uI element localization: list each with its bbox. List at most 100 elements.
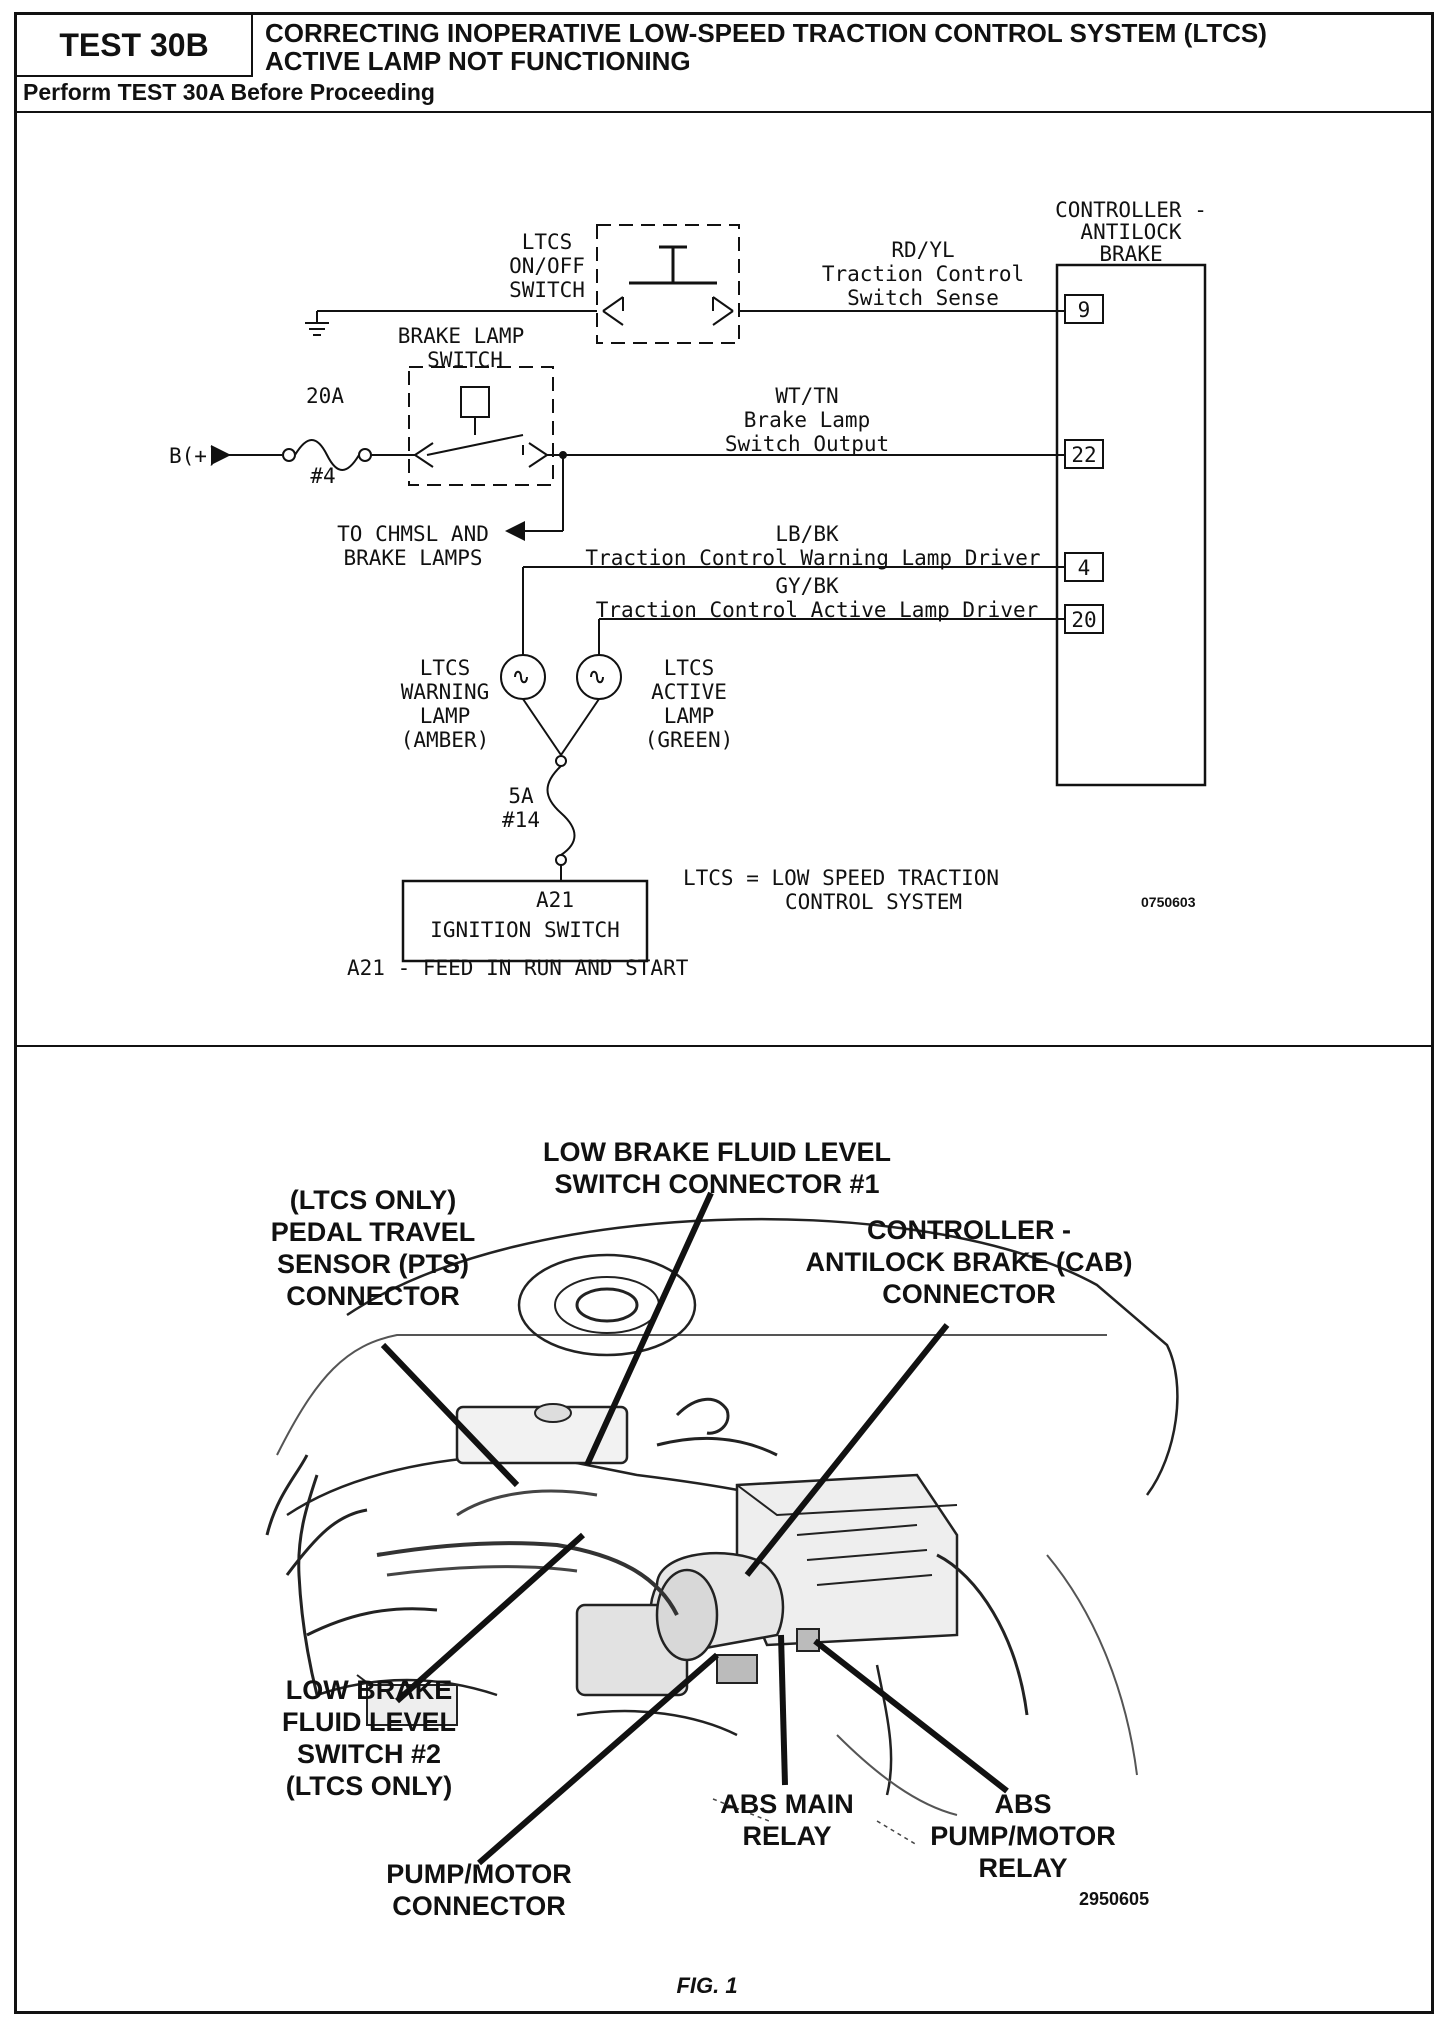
schematic-figure-id: 0750603 [1141,894,1196,910]
controller-label-1: CONTROLLER - [1055,198,1207,222]
wttn-desc-1: Brake Lamp [744,408,870,432]
gybk-desc: Traction Control Active Lamp Driver [596,598,1039,622]
rdyl-code: RD/YL [891,238,954,262]
illustration-figure-id: 2950605 [1079,1889,1149,1909]
ltcs-switch-label-2: ON/OFF [509,254,585,278]
brake-switch-label-1: BRAKE LAMP [398,324,524,348]
fuse-20a-label: 20A [306,384,344,408]
wttn-desc-2: Switch Output [725,432,889,456]
callout-low-fluid-2-line-2: FLUID LEVEL [282,1707,456,1737]
feed-note: A21 - FEED IN RUN AND START [347,956,689,980]
callout-pts-line-1: (LTCS ONLY) [290,1185,457,1215]
fuse-5a-number: #14 [502,808,540,832]
title-line-1: CORRECTING INOPERATIVE LOW-SPEED TRACTIO… [265,18,1267,48]
header-divider [17,111,1431,113]
leader-low-fluid-2 [395,1532,585,1704]
ground-icon [305,311,329,336]
callout-pts-line-3: SENSOR (PTS) [277,1249,469,1279]
pin-9-box [1064,294,1104,324]
section-divider [17,1045,1431,1047]
callout-pts-line-2: PEDAL TRAVEL [271,1217,476,1247]
schematic-labels: CONTROLLER - ANTILOCK BRAKE LTCS ON/OFF … [169,198,1207,980]
callout-pump-connector-line-1: PUMP/MOTOR [386,1859,572,1889]
active-lamp-icon [576,654,622,700]
brake-switch-label-2: SWITCH [427,348,503,372]
pin-20: 20 [1071,608,1096,632]
callout-abs-pump-line-1: ABS [994,1789,1051,1819]
callout-abs-main-line-2: RELAY [742,1821,831,1851]
ltcs-switch-label-3: SWITCH [509,278,585,302]
brake-lamp-switch-contacts [414,386,548,468]
pin-22: 22 [1071,443,1096,467]
callout-low-fluid-2-line-1: LOW BRAKE [286,1675,452,1705]
leader-low-fluid-1 [584,1191,714,1467]
callout-pts-line-4: CONNECTOR [286,1281,460,1311]
rdyl-desc-1: Traction Control [822,262,1024,286]
rdyl-desc-2: Switch Sense [847,286,999,310]
callout-abs-pump-line-2: PUMP/MOTOR [930,1821,1116,1851]
ltcs-switch-box [596,224,740,344]
callout-low-fluid-1-line-1: LOW BRAKE FLUID LEVEL [543,1137,891,1167]
warning-lamp-label-1: LTCS [420,656,471,680]
ignition-label-1: A21 [536,888,574,912]
fuse-20a-number: #4 [310,464,335,488]
callout-abs-main-line-1: ABS MAIN [720,1789,854,1819]
active-lamp-label-3: LAMP [664,704,715,728]
active-lamp-label-1: LTCS [664,656,715,680]
warning-lamp-label-4: (AMBER) [401,728,490,752]
callout-low-fluid-1-line-2: SWITCH CONNECTOR #1 [554,1169,879,1199]
service-manual-page: TEST 30B CORRECTING INOPERATIVE LOW-SPEE… [14,12,1434,2014]
callout-cab-line-2: ANTILOCK BRAKE (CAB) [806,1247,1133,1277]
diagram-canvas: CONTROLLER - ANTILOCK BRAKE LTCS ON/OFF … [169,198,1207,1998]
lbbk-code: LB/BK [775,522,839,546]
test-header: TEST 30B CORRECTING INOPERATIVE LOW-SPEE… [17,15,1431,113]
leader-abs-main [778,1634,788,1786]
active-lamp-label-2: ACTIVE [651,680,727,704]
test-title: CORRECTING INOPERATIVE LOW-SPEED TRACTIO… [265,19,1415,75]
ltcs-definition-2: CONTROL SYSTEM [785,890,962,914]
battery-label: B(+) [169,444,220,468]
warning-lamp-icon [500,654,546,700]
warning-lamp-label-2: WARNING [401,680,490,704]
ignition-label-2: IGNITION SWITCH [430,918,620,942]
callout-low-fluid-2-line-3: SWITCH #2 [297,1739,441,1769]
callout-pump-connector-line-2: CONNECTOR [392,1891,566,1921]
controller-label-2: ANTILOCK [1080,220,1182,244]
chmsl-label-1: TO CHMSL AND [337,522,489,546]
pin-4: 4 [1078,556,1091,580]
ltcs-switch-contacts [602,245,734,326]
fuse-5a-symbol [546,765,576,856]
leader-abs-pump [813,1638,1009,1794]
ltcs-definition-1: LTCS = LOW SPEED TRACTION [683,866,999,890]
wiring-schematic [211,224,1207,963]
controller-box [1055,263,1207,787]
chmsl-label-2: BRAKE LAMPS [343,546,482,570]
gybk-code: GY/BK [775,574,839,598]
fuse-5a-label: 5A [508,784,534,808]
figure-callouts: LOW BRAKE FLUID LEVEL SWITCH CONNECTOR #… [271,1137,1133,1921]
callout-abs-pump-line-3: RELAY [978,1853,1067,1883]
controller-label-3: BRAKE [1099,242,1162,266]
ltcs-switch-label-1: LTCS [522,230,573,254]
callout-low-fluid-2-line-4: (LTCS ONLY) [286,1771,453,1801]
title-line-2: ACTIVE LAMP NOT FUNCTIONING [265,46,691,76]
figure-caption: FIG. 1 [676,1973,737,1998]
lbbk-desc: Traction Control Warning Lamp Driver [585,546,1040,570]
callout-cab-line-1: CONTROLLER - [867,1215,1071,1245]
pin-9: 9 [1078,298,1091,322]
leader-pts [380,1342,520,1488]
wttn-code: WT/TN [775,384,838,408]
leader-pump-connector [477,1652,719,1866]
leader-dash-2 [876,1820,918,1846]
leader-dash-1 [712,1798,770,1822]
test-number: TEST 30B [17,15,253,77]
engine-illustration [265,1217,1179,1816]
leader-cab [744,1323,950,1577]
fuse-20a-symbol [294,439,360,471]
warning-lamp-label-3: LAMP [420,704,471,728]
callout-cab-line-3: CONNECTOR [882,1279,1056,1309]
prerequisite-note: Perform TEST 30A Before Proceeding [23,79,435,105]
active-lamp-label-4: (GREEN) [645,728,734,752]
ignition-switch-box [401,879,649,963]
callout-leaders [380,1191,1009,1866]
